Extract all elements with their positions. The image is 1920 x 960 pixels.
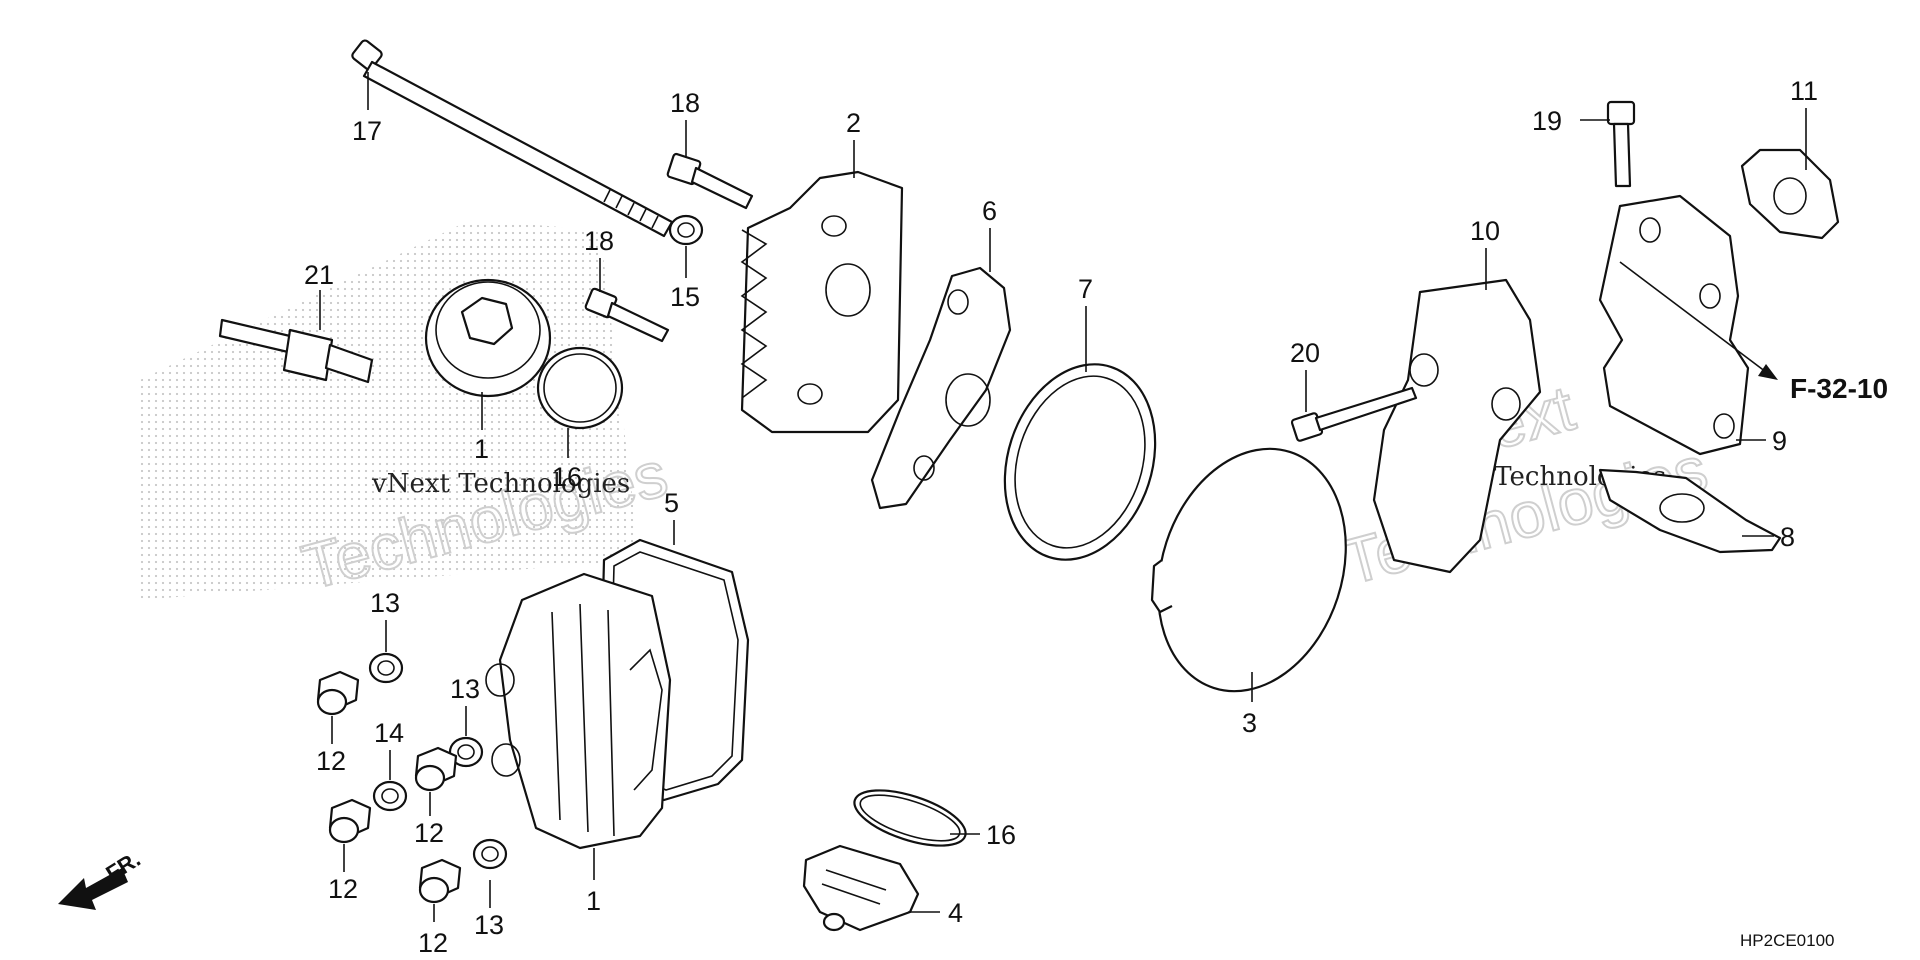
callout-5: 5 [664,488,679,518]
callout-14: 14 [374,718,404,748]
callout-12-c: 12 [328,874,358,904]
callout-4: 4 [948,898,963,928]
part-16-o-ring-lower [853,789,967,847]
reference-arrow [1619,261,1778,380]
callout-13-c: 13 [474,910,504,940]
part-1-cap-upper [424,278,552,398]
callout-20: 20 [1290,338,1320,368]
part-21-spark-plug [218,318,374,384]
callout-9: 9 [1772,426,1787,456]
part-17-bolt [351,39,674,238]
reference-label: F-32-10 [1790,373,1888,404]
callout-7: 7 [1078,274,1093,304]
callout-10: 10 [1470,216,1500,246]
diagram-code: HP2CE0100 [1740,931,1835,950]
part-8-gasket [1598,468,1782,554]
part-2-side-cover [740,170,904,434]
part-11-gasket [1740,148,1840,240]
part-1-head-cover [485,572,672,850]
callout-1-lower: 1 [586,886,601,916]
callout-1-upper: 1 [474,434,489,464]
callout-12-a: 12 [316,746,346,776]
callout-12-b: 12 [414,818,444,848]
part-16-o-ring-upper [536,346,624,430]
part-4-plug [802,844,920,932]
callout-21: 21 [304,260,334,290]
part-14-washer [372,780,408,812]
callout-17: 17 [352,116,382,146]
callout-numbers: 17 18 18 15 21 1 16 2 6 7 5 10 19 11 20 … [304,76,1818,958]
part-12-cap-nuts [316,670,462,904]
callout-8: 8 [1780,522,1795,552]
callout-13-a: 13 [370,588,400,618]
callout-15: 15 [670,282,700,312]
part-18-bolt-lower [584,287,670,343]
callout-16-upper: 16 [552,462,582,492]
callout-2: 2 [846,108,861,138]
callout-12-d: 12 [418,928,448,958]
front-arrow-icon [58,868,128,910]
part-6-gasket [870,266,1012,510]
callout-11: 11 [1790,76,1818,106]
part-15-washer [668,214,704,246]
callout-19: 19 [1532,106,1562,136]
callout-13-b: 13 [450,674,480,704]
part-3-round-cover [1150,447,1347,693]
part-18-bolt-upper [666,152,754,210]
part-13-washers [368,652,508,870]
callout-6: 6 [982,196,997,226]
part-20-bolt [1290,386,1418,442]
part-19-bolt [1606,100,1636,188]
part-7-o-ring-large [1003,363,1157,561]
part-9-insulator [1598,194,1750,456]
leader-lines [319,72,1807,922]
callout-18-lower: 18 [584,226,614,256]
watermark-text-left: vNext Technologies [371,469,630,499]
front-direction-indicator: FR. [58,846,145,910]
callout-16-lower: 16 [986,820,1016,850]
callout-3: 3 [1242,708,1257,738]
callout-18-upper: 18 [670,88,700,118]
part-10-intake-body [1372,278,1542,574]
